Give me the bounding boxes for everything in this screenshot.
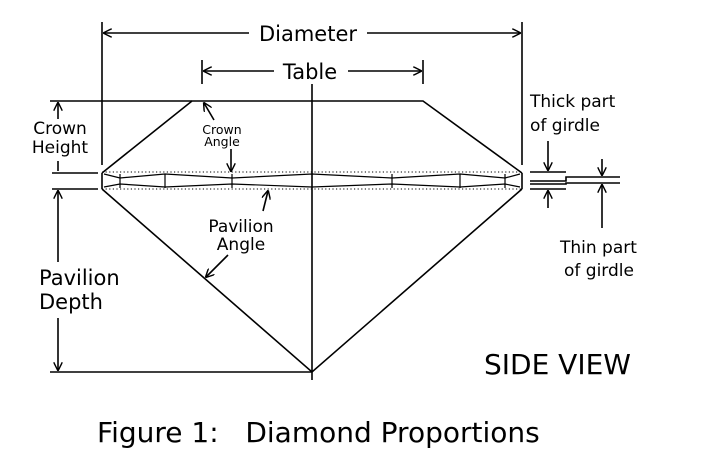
girdle-wave-bottom [103,183,521,188]
diamond-outline [101,84,523,380]
girdle-thickness-annotation: Thick part of girdle Thin part of girdle [529,92,637,281]
table-dimension: Table [201,60,424,84]
thin-girdle-extension-bottom [530,182,620,185]
pavilion-depth-dimension: Pavilion Depth [39,188,312,373]
diameter-label: Diameter [259,22,357,46]
pavilion-angle-arrow-up [263,191,268,212]
diameter-dimension: Diameter [101,22,523,165]
girdle-wave-top [103,173,521,179]
pavilion-angle-arrow-down [206,254,229,277]
thin-girdle-label-line2: of girdle [564,261,634,281]
pavilion-depth-label-line1: Pavilion [39,266,120,290]
pavilion-angle-annotation: Pavilion Angle [206,191,274,277]
thin-girdle-label-line1: Thin part [559,238,637,258]
crown-height-label-line1: Crown [33,119,87,139]
pavilion-angle-label-line1: Pavilion [208,217,273,237]
crown-height-label-line2: Height [32,138,89,158]
crown-angle-label-line2: Angle [204,134,240,149]
crown-angle-arrow-up [204,103,215,121]
crown-height-dimension: Crown Height [32,100,192,174]
side-view-label: SIDE VIEW [484,348,631,381]
thick-girdle-label-line1: Thick part [529,92,616,112]
figure-caption: Figure 1: Diamond Proportions [97,416,540,449]
table-label: Table [282,60,337,84]
thin-girdle-extension-top [530,176,620,182]
crown-angle-annotation: Crown Angle [202,103,242,171]
thick-girdle-label-line2: of girdle [530,116,600,136]
girdle [102,171,522,190]
crown-outline [101,100,523,174]
pavilion-angle-label-line2: Angle [217,235,265,255]
crown-angle-label-line1: Crown [202,122,241,137]
pavilion-depth-label-line2: Depth [39,290,103,314]
